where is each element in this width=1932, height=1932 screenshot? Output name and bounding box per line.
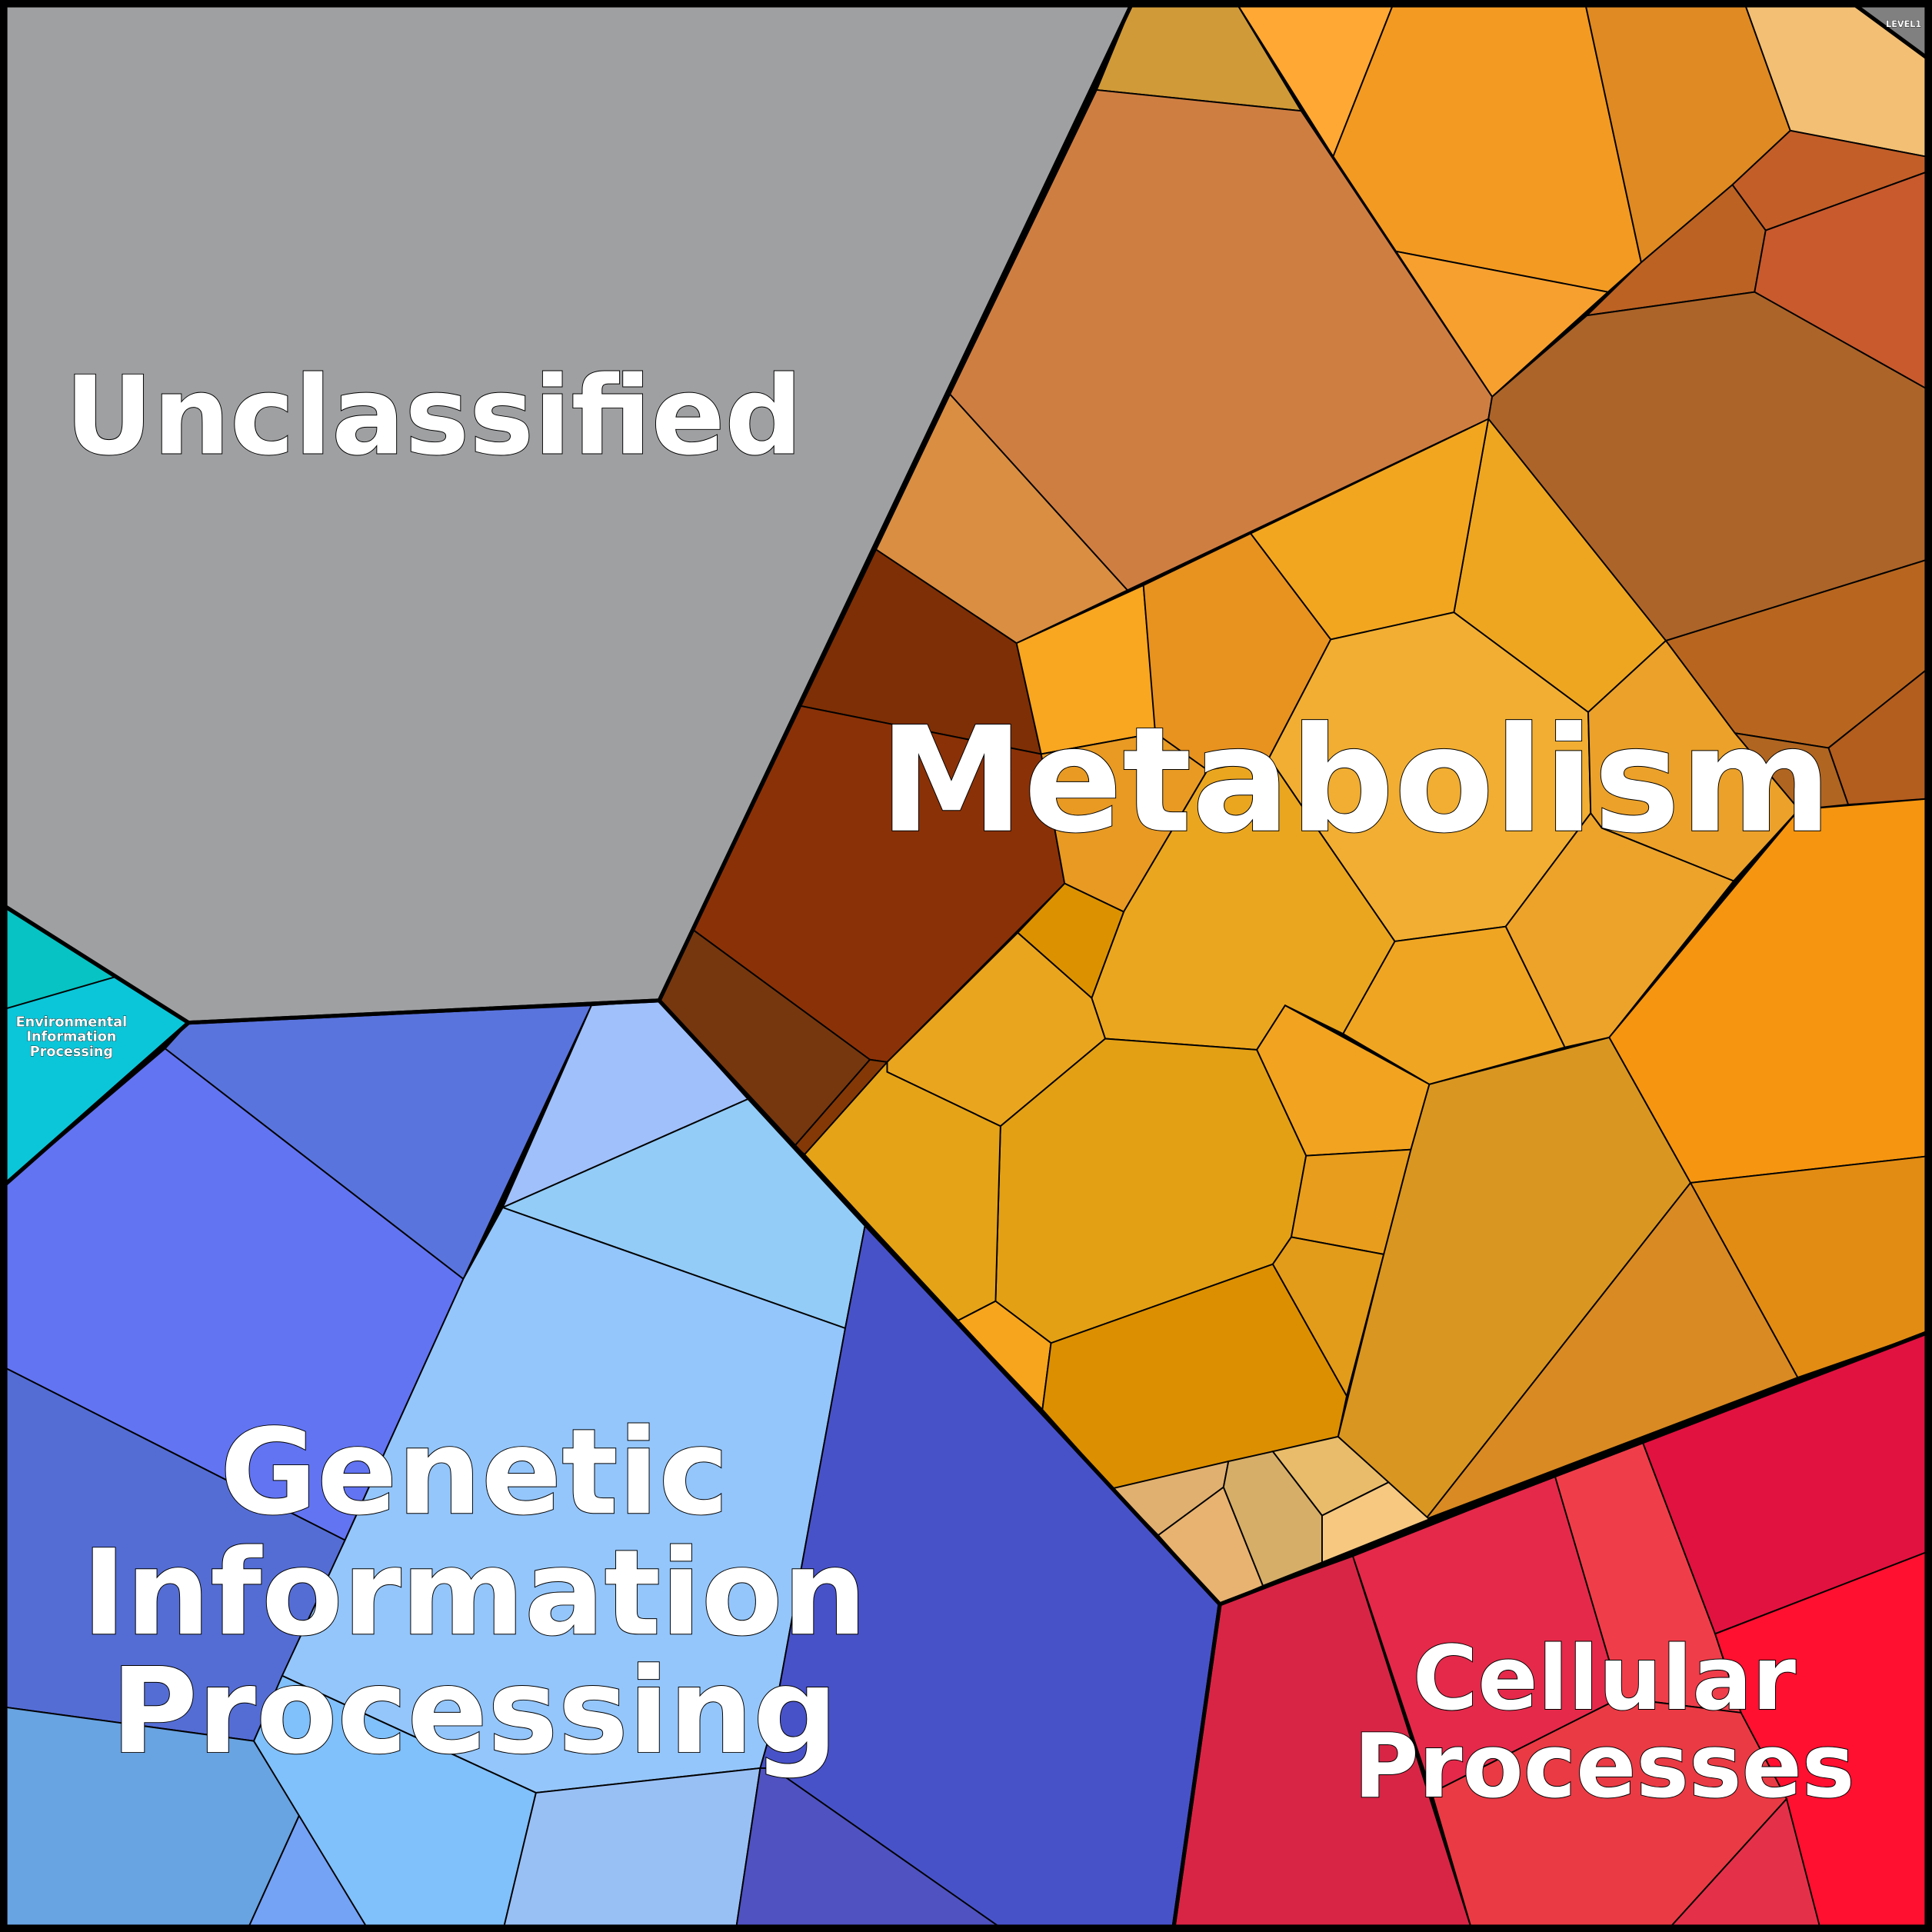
cell-cellular[interactable] xyxy=(1664,1797,1822,1932)
label-cellular-line1: Cellular xyxy=(1413,1627,1796,1730)
cell-metabolism[interactable] xyxy=(1321,1481,1431,1564)
label-cellular-line2: Processes xyxy=(1354,1715,1854,1818)
level-label: LEVEL1 xyxy=(1886,19,1921,29)
cell-metabolism[interactable] xyxy=(1423,1181,1799,1521)
label-environmental-line1: Environmental xyxy=(16,1015,128,1031)
label-environmental-line3: Processing xyxy=(30,1044,113,1060)
label-metabolism: Metabolism xyxy=(879,696,1832,865)
label-genetic-line1: Genetic xyxy=(220,1404,729,1541)
cell-metabolism[interactable] xyxy=(1742,0,1932,159)
cell-metabolism[interactable] xyxy=(1271,1236,1385,1398)
label-unclassified: Unclassified xyxy=(65,354,802,480)
border-cellular xyxy=(1171,1328,1932,1932)
region-metabolism xyxy=(658,0,1932,1606)
cell-cellular[interactable] xyxy=(1714,1549,1932,1932)
cell-genetic[interactable] xyxy=(501,1767,761,1932)
label-environmental-line2: Information xyxy=(26,1030,116,1045)
label-genetic-line2: Information xyxy=(82,1524,867,1662)
cell-metabolism[interactable] xyxy=(1754,169,1932,393)
region-genetic xyxy=(0,999,1221,1932)
region-cellular xyxy=(1172,1330,1932,1932)
label-genetic-line3: Processing xyxy=(111,1643,838,1780)
cell-genetic[interactable] xyxy=(252,1674,538,1932)
border-genetic xyxy=(0,998,1222,1932)
cell-genetic[interactable] xyxy=(734,1767,1008,1932)
